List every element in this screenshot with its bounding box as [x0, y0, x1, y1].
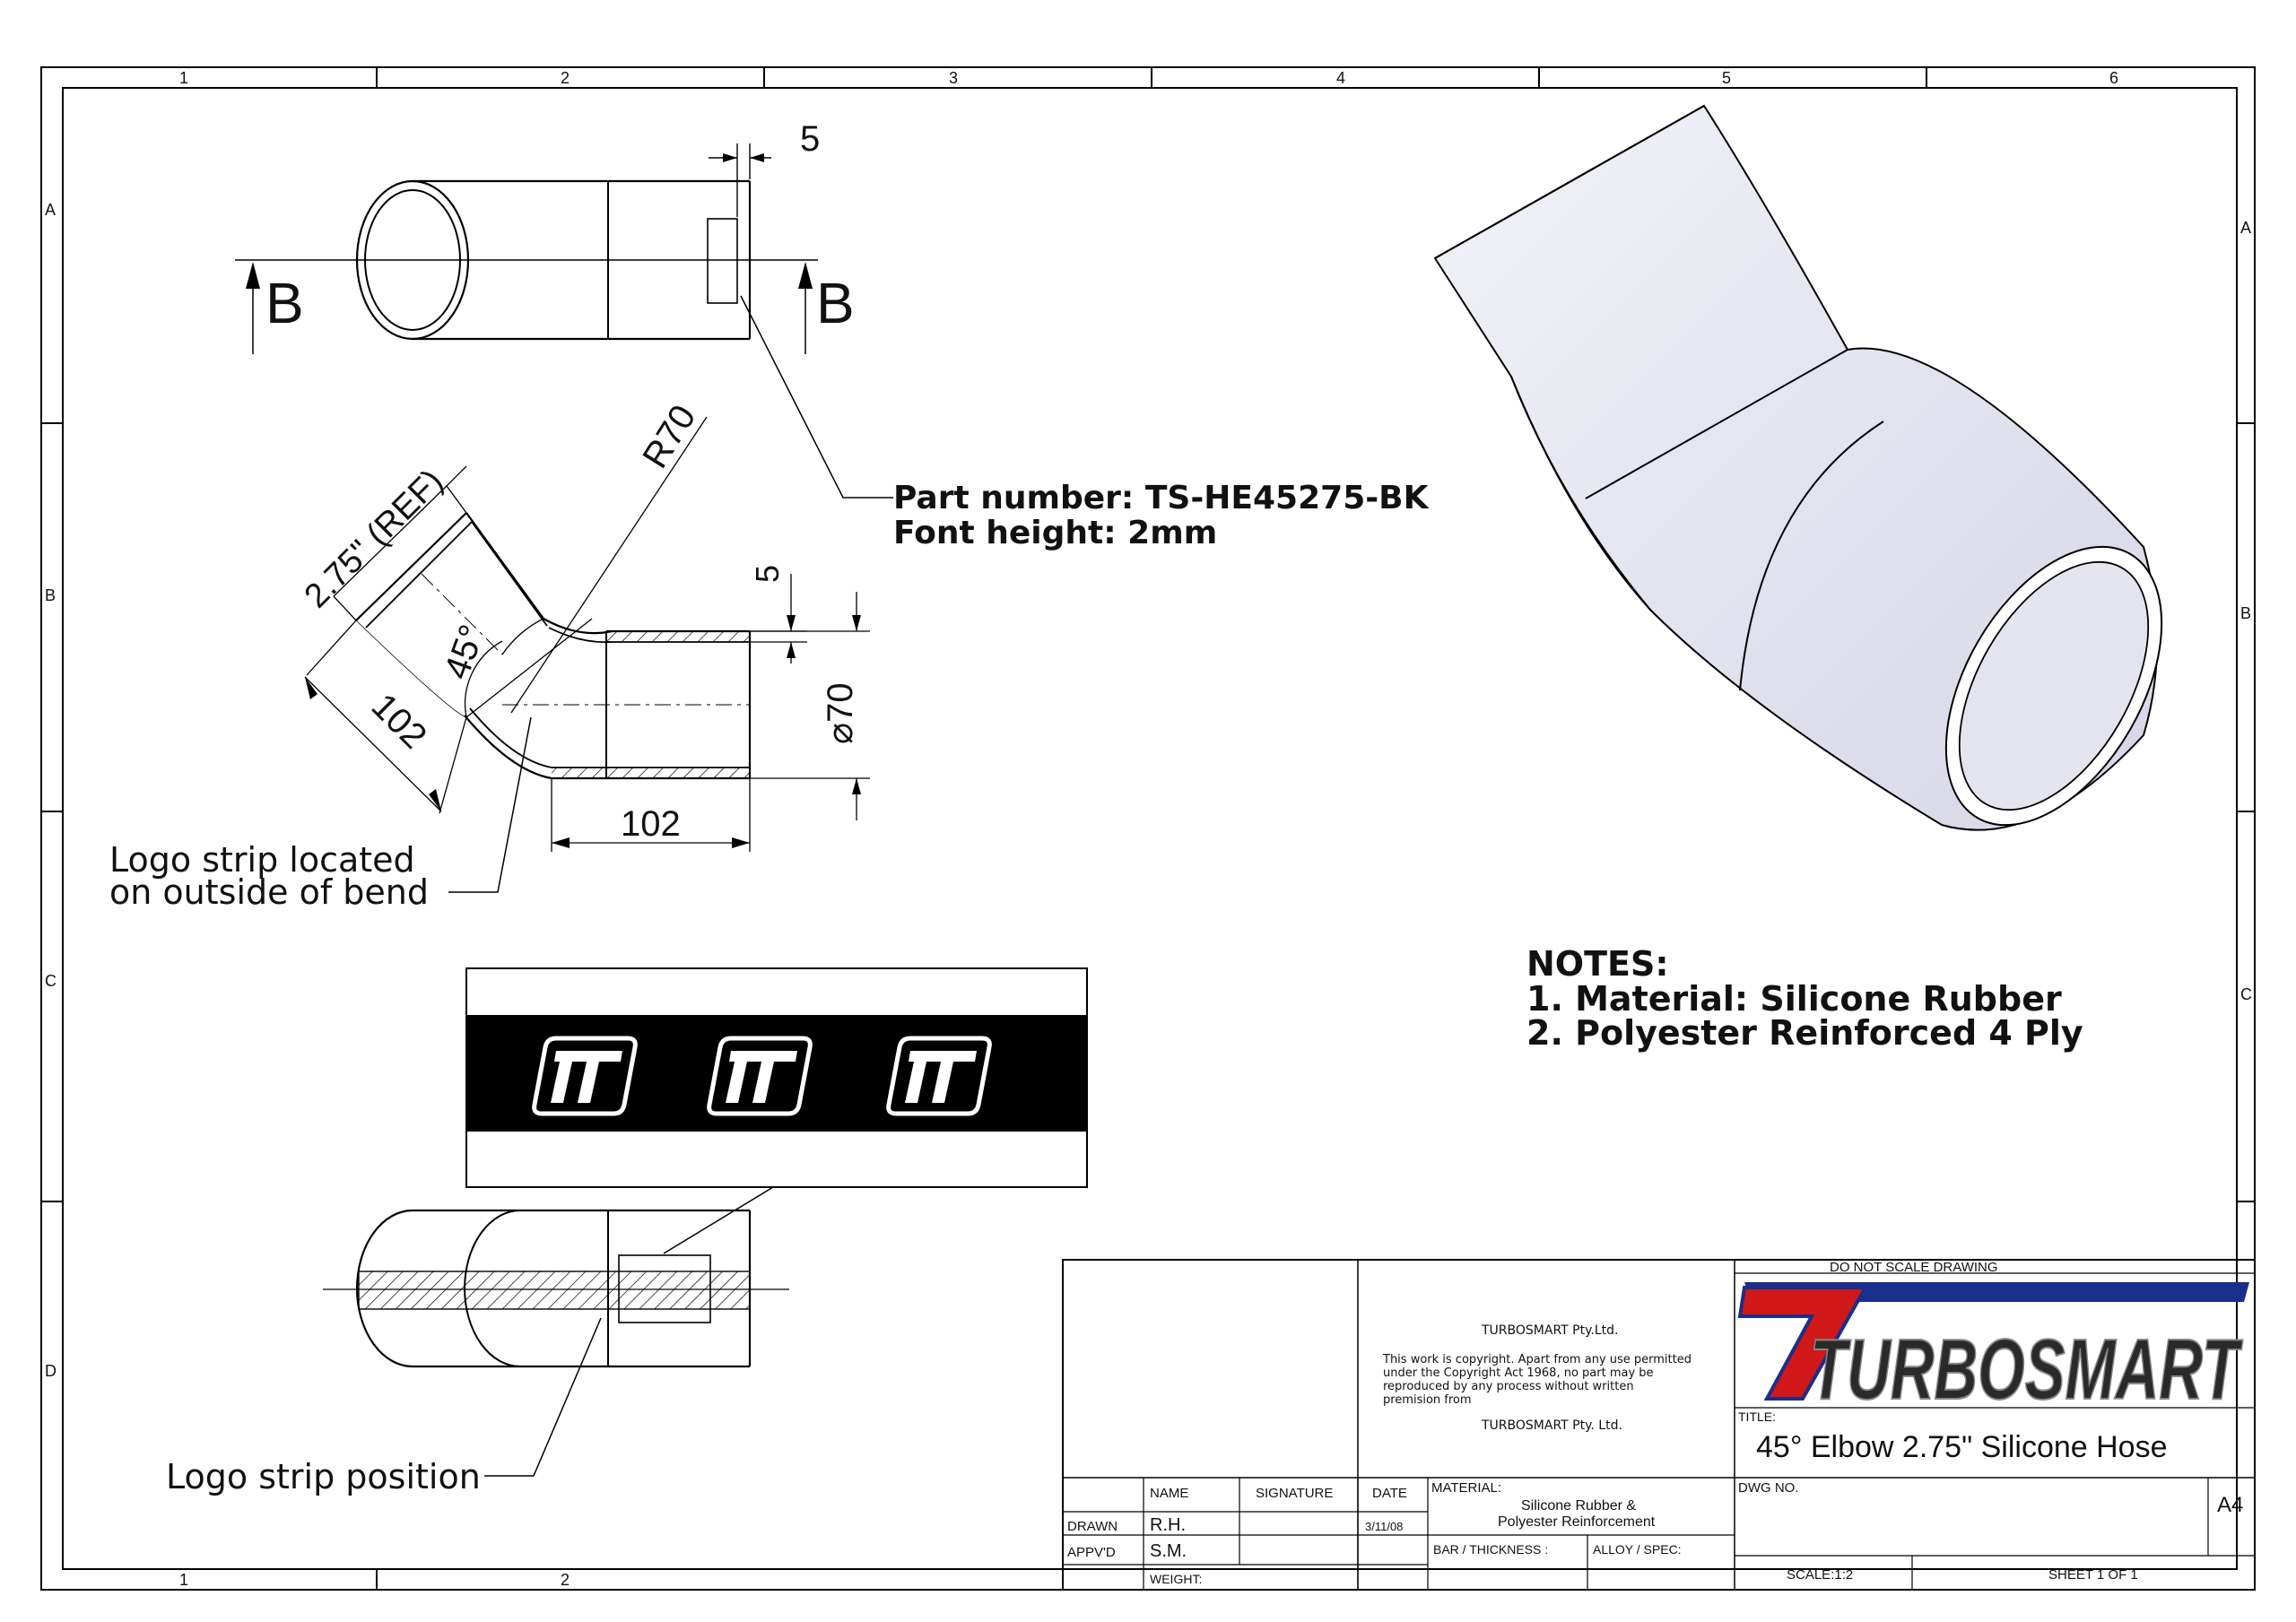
logo-text: TURBOSMART	[1810, 1322, 2243, 1418]
notes-block: NOTES: 1. Material: Silicone Rubber 2. P…	[1526, 944, 2083, 1053]
logo-strip-bend-line2: on outside of bend	[109, 872, 429, 912]
col-label: 4	[1336, 69, 1345, 87]
note-item: 1. Material: Silicone Rubber	[1526, 979, 2062, 1019]
copyright-line: This work is copyright. Apart from any u…	[1382, 1353, 1692, 1366]
dim-angle: 45°	[437, 620, 492, 684]
notes-heading: NOTES:	[1526, 944, 1669, 984]
side-view-strip-position	[323, 1209, 789, 1477]
row-weight: WEIGHT:	[1150, 1572, 1202, 1586]
hdr-date: DATE	[1372, 1486, 1407, 1501]
drawn-date: 3/11/08	[1365, 1520, 1403, 1533]
material-line2: Polyester Reinforcement	[1498, 1514, 1656, 1530]
logo-strip-bend-line1: Logo strip located	[109, 840, 415, 880]
row-appvd: APPV'D	[1067, 1545, 1116, 1560]
col-label: 3	[949, 69, 958, 87]
dim-strip-width: 5	[800, 119, 820, 159]
scale-label: SCALE:1:2	[1787, 1567, 1853, 1583]
material-label: MATERIAL:	[1431, 1480, 1501, 1496]
hdr-name: NAME	[1150, 1486, 1188, 1501]
dim-leg-horiz: 102	[621, 804, 681, 844]
copyright-line: under the Copyright Act 1968, no part ma…	[1383, 1366, 1654, 1380]
section-marker-left: B	[265, 271, 304, 335]
row-drawn: DRAWN	[1067, 1519, 1118, 1534]
appvd-name: S.M.	[1150, 1541, 1187, 1561]
dim-wall: 5	[749, 565, 786, 583]
section-marker-right: B	[816, 271, 855, 335]
copyright-line: premision from	[1383, 1393, 1472, 1407]
title-label: TITLE:	[1738, 1409, 1776, 1424]
hose-3d-view	[1433, 104, 2163, 831]
alloy-spec-label: ALLOY / SPEC:	[1593, 1542, 1682, 1557]
part-number-callout: Part number: TS-HE45275-BK	[893, 480, 1430, 516]
title-block: DO NOT SCALE DRAWING TURBOSMART Pty.Ltd.…	[1062, 1259, 2256, 1591]
t-logo-icon	[532, 1036, 638, 1116]
top-view: B B 5	[235, 119, 893, 499]
bend-section-view: R70 45° 2.75" (REF) 102 102 5	[298, 398, 870, 893]
logo-strip-position-callout: Logo strip position	[166, 1457, 481, 1496]
row-label: A	[2240, 219, 2251, 237]
drawing-title: 45° Elbow 2.75" Silicone Hose	[1756, 1430, 2168, 1464]
callouts: Part number: TS-HE45275-BK Font height: …	[109, 480, 1430, 1496]
col-label: 2	[561, 1571, 570, 1589]
hdr-signature: SIGNATURE	[1256, 1486, 1333, 1501]
row-label: A	[45, 201, 56, 219]
sheet-size: A4	[2217, 1493, 2243, 1517]
company-name: TURBOSMART Pty.Ltd.	[1481, 1323, 1618, 1338]
row-label: B	[45, 586, 56, 604]
dim-diameter: ⌀70	[821, 682, 860, 744]
col-label: 5	[1722, 69, 1731, 87]
t-logo-icon	[707, 1036, 813, 1116]
col-label: 6	[2109, 69, 2118, 87]
do-not-scale-label: DO NOT SCALE DRAWING	[1830, 1260, 1998, 1275]
logo-strip-detail	[465, 967, 1088, 1254]
row-label: D	[45, 1362, 57, 1380]
note-item: 2. Polyester Reinforced 4 Ply	[1526, 1013, 2083, 1053]
col-label: 2	[561, 69, 570, 87]
zone-labels: 1 2 3 4 5 6 1 2 A B C D A B C	[45, 69, 2252, 1589]
row-label: B	[2240, 604, 2251, 622]
material-line1: Silicone Rubber &	[1521, 1498, 1636, 1514]
col-label: 1	[179, 69, 188, 87]
sheet-count: SHEET 1 OF 1	[2048, 1567, 2138, 1583]
drawn-name: R.H.	[1150, 1515, 1186, 1535]
dim-ref: 2.75" (REF)	[298, 463, 451, 616]
row-label: C	[2240, 985, 2252, 1003]
t-logo-icon	[886, 1036, 992, 1116]
col-label: 1	[179, 1571, 188, 1589]
dwg-no-label: DWG NO.	[1738, 1480, 1799, 1496]
copyright-line: reproduced by any process without writte…	[1383, 1380, 1634, 1393]
font-height-callout: Font height: 2mm	[893, 515, 1217, 551]
bar-thickness-label: BAR / THICKNESS :	[1433, 1542, 1548, 1557]
turbosmart-logo: TURBOSMART	[1737, 1282, 2249, 1418]
row-label: C	[45, 972, 57, 990]
company-name-2: TURBOSMART Pty. Ltd.	[1481, 1418, 1622, 1433]
